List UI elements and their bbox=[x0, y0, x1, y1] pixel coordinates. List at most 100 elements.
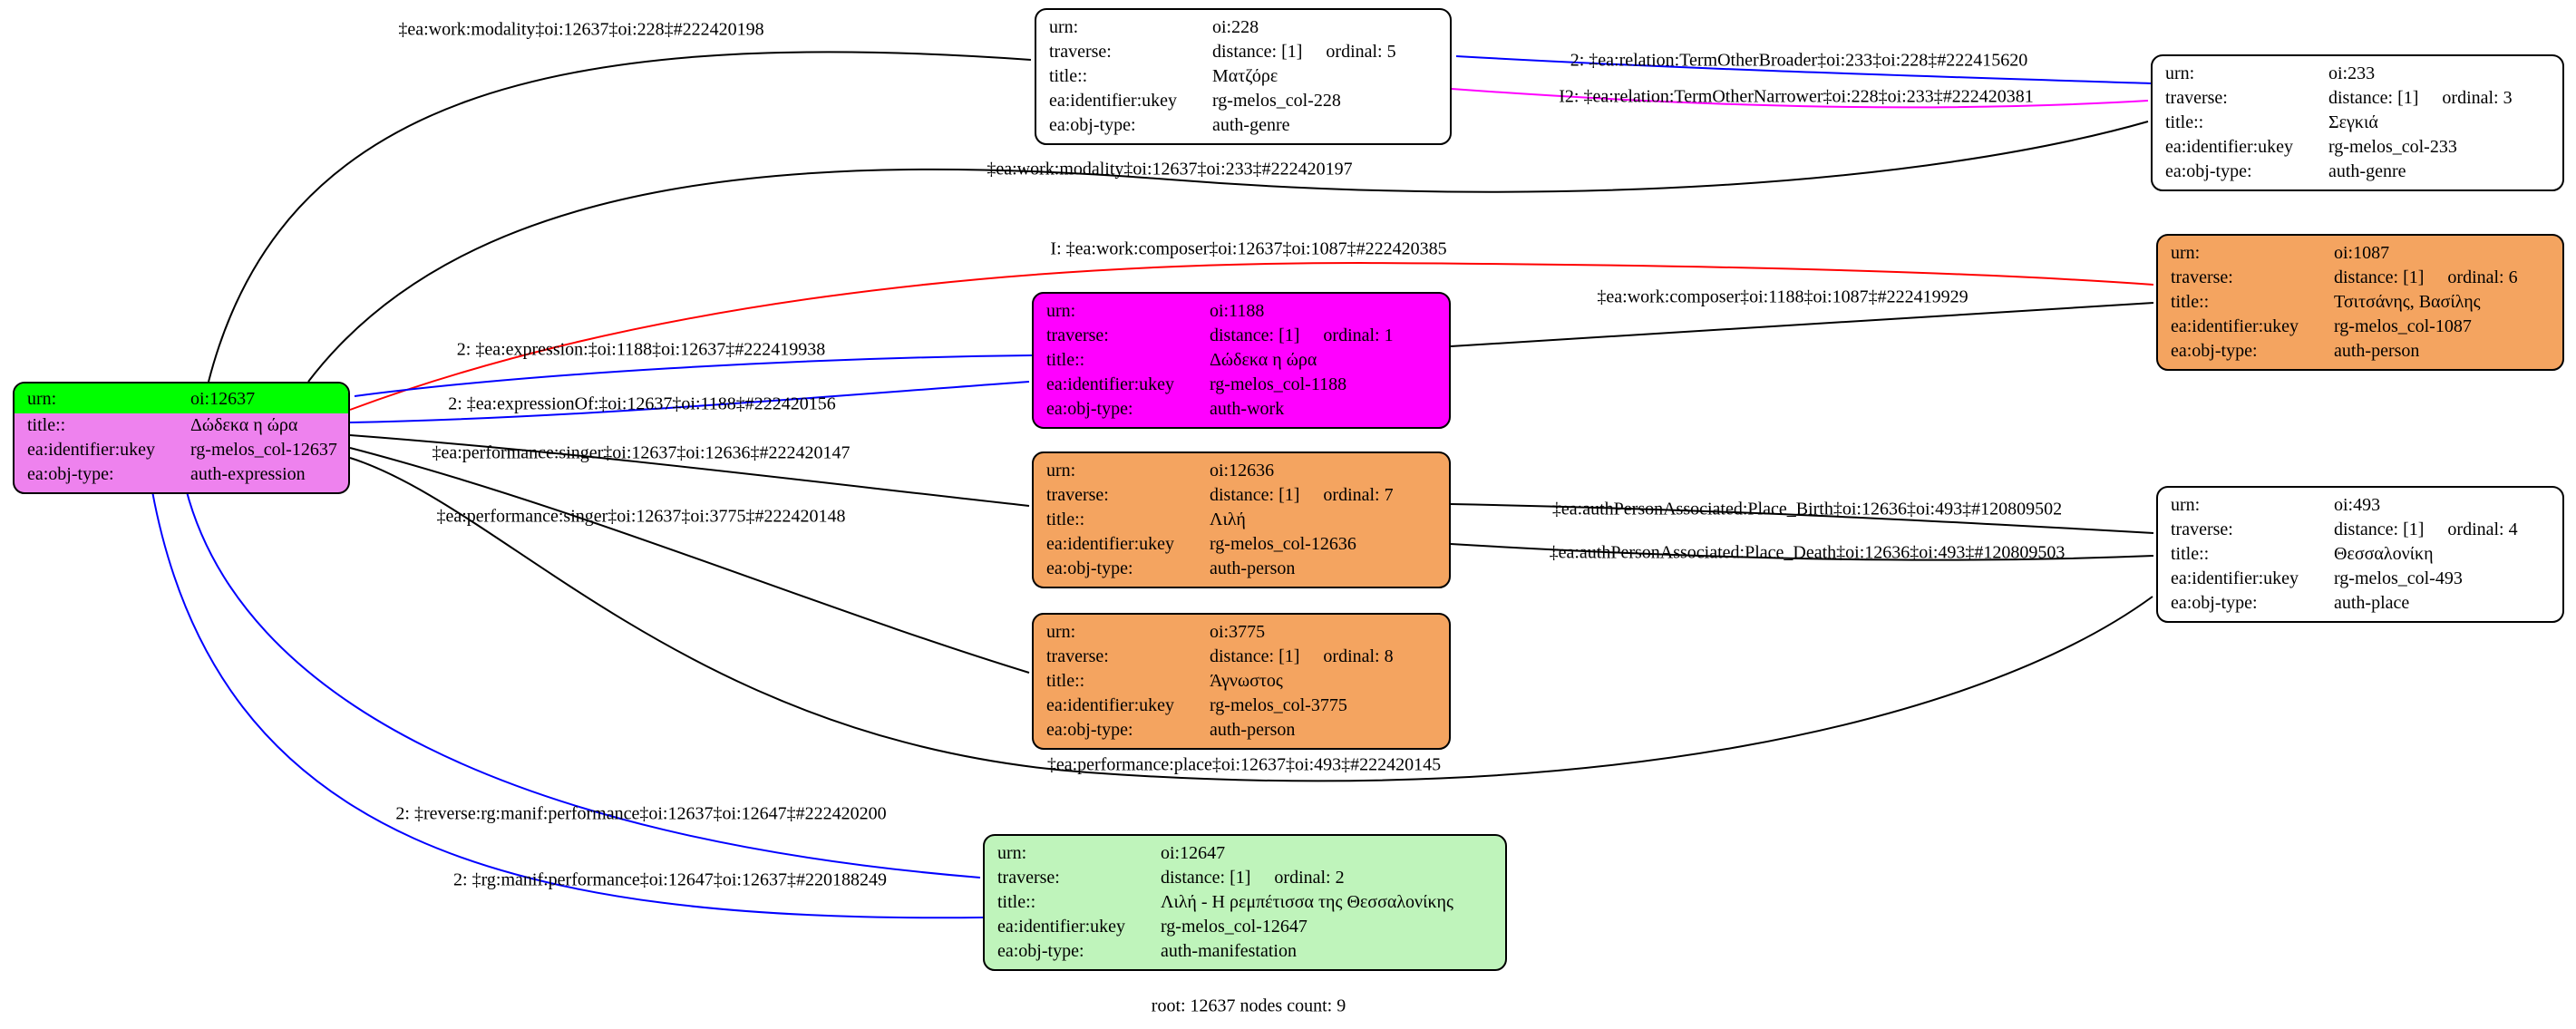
node-oi-228[interactable]: urn: oi:228 traverse: distance: [1] ordi… bbox=[1035, 8, 1452, 145]
field-ordinal: ordinal: 2 bbox=[1274, 868, 1345, 888]
field-value: auth-place bbox=[2334, 593, 2410, 613]
node-oi-233[interactable]: urn: oi:233 traverse: distance: [1] ordi… bbox=[2151, 54, 2564, 191]
node-oi-493[interactable]: urn: oi:493 traverse: distance: [1] ordi… bbox=[2156, 486, 2564, 623]
edge-expressionOf-12637-1188 bbox=[349, 381, 1030, 423]
field-value: rg-melos_col-12636 bbox=[1210, 534, 1356, 554]
node-oi-1087[interactable]: urn: oi:1087 traverse: distance: [1] ord… bbox=[2156, 234, 2564, 371]
field-identifier: ea:identifier:ukey rg-melos_col-228 bbox=[1036, 89, 1450, 113]
edge-label-expressionOf-12637-1188: 2: ‡ea:expressionOf:‡oi:12637‡oi:1188‡#2… bbox=[448, 393, 836, 414]
field-traverse: traverse: distance: [1] ordinal: 3 bbox=[2153, 86, 2562, 111]
field-value: Δώδεκα η ώρα bbox=[190, 415, 298, 435]
edge-work-composer-12637-1087 bbox=[349, 261, 2154, 411]
node-oi-12636[interactable]: urn: oi:12636 traverse: distance: [1] or… bbox=[1032, 451, 1451, 588]
field-key: ea:identifier:ukey bbox=[2165, 137, 2294, 157]
field-key: title:: bbox=[2171, 292, 2210, 312]
field-title: title:: Δώδεκα η ώρα bbox=[1034, 348, 1449, 373]
field-value: auth-expression bbox=[190, 464, 306, 484]
field-urn: urn: oi:3775 bbox=[1034, 620, 1449, 645]
field-value: oi:12637 bbox=[190, 389, 256, 409]
edge-rg-manif-performance-12647-12637 bbox=[151, 490, 984, 919]
field-value: auth-work bbox=[1210, 399, 1285, 419]
field-key: traverse: bbox=[2171, 519, 2233, 539]
field-value: Θεσσαλονίκη bbox=[2334, 544, 2434, 564]
field-objtype: ea:obj-type: auth-person bbox=[2158, 339, 2562, 364]
field-urn: urn: oi:493 bbox=[2158, 493, 2562, 518]
field-key: ea:obj-type: bbox=[1046, 558, 1133, 578]
field-value: oi:3775 bbox=[1210, 622, 1266, 642]
field-key: urn: bbox=[2165, 63, 2195, 83]
field-value: distance: [1] bbox=[2334, 267, 2425, 287]
field-urn: urn: oi:1188 bbox=[1034, 299, 1449, 324]
field-key: traverse: bbox=[1049, 42, 1112, 62]
field-key: ea:identifier:ukey bbox=[27, 440, 156, 460]
field-key: urn: bbox=[1046, 622, 1076, 642]
field-value: Λιλή bbox=[1210, 510, 1246, 529]
field-objtype: ea:obj-type: auth-expression bbox=[15, 462, 348, 487]
edge-label-work-composer-12637-1087: I: ‡ea:work:composer‡oi:12637‡oi:1087‡#2… bbox=[1050, 238, 1447, 259]
field-key: ea:obj-type: bbox=[2171, 593, 2258, 613]
edge-authPersonAssociated-Place_Birth-12636-493 bbox=[1450, 503, 2154, 534]
node-oi-12637[interactable]: urn: oi:12637 title:: Δώδεκα η ώρα ea:id… bbox=[13, 382, 350, 494]
field-key: ea:obj-type: bbox=[1046, 399, 1133, 419]
field-value: auth-manifestation bbox=[1161, 941, 1297, 961]
edge-authPersonAssociated-Place_Death-12636-493 bbox=[1450, 543, 2154, 561]
node-oi-12647[interactable]: urn: oi:12647 traverse: distance: [1] or… bbox=[983, 834, 1507, 971]
field-urn: urn: oi:12647 bbox=[985, 841, 1505, 866]
edge-relation-TermOtherNarrower-228-233 bbox=[1451, 88, 2149, 109]
field-value: oi:1188 bbox=[1210, 301, 1265, 321]
field-ordinal: ordinal: 6 bbox=[2447, 267, 2518, 287]
edge-label-authPersonAssociated-Place_Death: ‡ea:authPersonAssociated:Place_Death‡oi:… bbox=[1549, 542, 2066, 563]
field-key: ea:obj-type: bbox=[1049, 115, 1136, 135]
edge-label-relation-TermOtherNarrower-228-233: I2: ‡ea:relation:TermOtherNarrower‡oi:22… bbox=[1559, 86, 2034, 107]
field-title: title:: Θεσσαλονίκη bbox=[2158, 542, 2562, 567]
field-key: traverse: bbox=[1046, 485, 1109, 505]
field-identifier: ea:identifier:ukey rg-melos_col-12637 bbox=[15, 438, 348, 462]
field-value: rg-melos_col-493 bbox=[2334, 568, 2463, 588]
field-value: oi:1087 bbox=[2334, 243, 2390, 263]
field-urn: urn: oi:233 bbox=[2153, 62, 2562, 86]
field-title: title:: Σεγκιά bbox=[2153, 111, 2562, 135]
edge-label-rg-manif-performance: 2: ‡rg:manif:performance‡oi:12647‡oi:126… bbox=[453, 869, 887, 890]
field-value: oi:12636 bbox=[1210, 461, 1275, 481]
edge-relation-TermOtherBroader-233-228 bbox=[1455, 55, 2152, 84]
field-key: ea:identifier:ukey bbox=[1046, 695, 1175, 715]
field-urn: urn: oi:12636 bbox=[1034, 459, 1449, 483]
field-key: ea:obj-type: bbox=[1046, 720, 1133, 740]
field-key: ea:obj-type: bbox=[997, 941, 1084, 961]
field-value: distance: [1] bbox=[2334, 519, 2425, 539]
field-traverse: traverse: distance: [1] ordinal: 1 bbox=[1034, 324, 1449, 348]
field-key: title:: bbox=[27, 415, 66, 435]
field-value: auth-genre bbox=[1212, 115, 1290, 135]
field-key: urn: bbox=[997, 843, 1027, 863]
edge-performance-singer-12637-12636 bbox=[349, 434, 1030, 507]
field-value: distance: [1] bbox=[1210, 646, 1300, 666]
field-identifier: ea:identifier:ukey rg-melos_col-12647 bbox=[985, 915, 1505, 939]
field-identifier: ea:identifier:ukey rg-melos_col-493 bbox=[2158, 567, 2562, 591]
node-oi-1188[interactable]: urn: oi:1188 traverse: distance: [1] ord… bbox=[1032, 292, 1451, 429]
field-value: rg-melos_col-233 bbox=[2328, 137, 2457, 157]
field-ordinal: ordinal: 7 bbox=[1323, 485, 1394, 505]
field-traverse: traverse: distance: [1] ordinal: 2 bbox=[985, 866, 1505, 890]
field-key: traverse: bbox=[2171, 267, 2233, 287]
field-value: oi:12647 bbox=[1161, 843, 1226, 863]
field-value: Τσιτσάνης, Βασίλης bbox=[2334, 292, 2481, 312]
field-key: title:: bbox=[2165, 112, 2204, 132]
field-value: Λιλή - Η ρεμπέτισσα της Θεσσαλονίκης bbox=[1161, 892, 1453, 912]
field-key: ea:obj-type: bbox=[2171, 341, 2258, 361]
field-value: rg-melos_col-12637 bbox=[190, 440, 337, 460]
field-value: auth-genre bbox=[2328, 161, 2406, 181]
node-oi-3775[interactable]: urn: oi:3775 traverse: distance: [1] ord… bbox=[1032, 613, 1451, 750]
field-ordinal: ordinal: 8 bbox=[1323, 646, 1394, 666]
field-value: oi:493 bbox=[2334, 495, 2381, 515]
edge-label-work-composer-1188-1087: ‡ea:work:composer‡oi:1188‡oi:1087‡#22241… bbox=[1597, 286, 1968, 307]
edge-reverse-rg-manif-performance-12637-12647 bbox=[185, 488, 981, 879]
field-key: ea:identifier:ukey bbox=[997, 917, 1126, 937]
edge-label-authPersonAssociated-Place_Birth: ‡ea:authPersonAssociated:Place_Birth‡oi:… bbox=[1551, 499, 2063, 519]
field-key: ea:obj-type: bbox=[2165, 161, 2252, 181]
field-objtype: ea:obj-type: auth-person bbox=[1034, 557, 1449, 581]
field-traverse: traverse: distance: [1] ordinal: 8 bbox=[1034, 645, 1449, 669]
field-urn: urn: oi:1087 bbox=[2158, 241, 2562, 266]
field-value: oi:228 bbox=[1212, 17, 1259, 37]
field-value: rg-melos_col-12647 bbox=[1161, 917, 1307, 937]
